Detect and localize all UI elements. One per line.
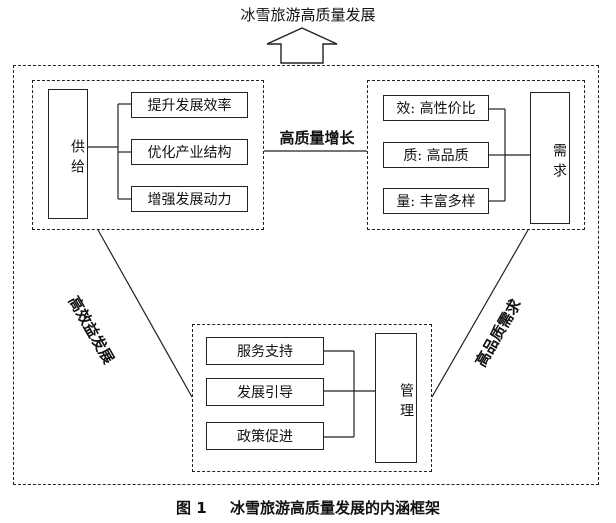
- supply-group: [32, 80, 264, 230]
- figure-number: 图 1: [176, 499, 207, 517]
- growth-label: 高质量增长: [279, 129, 355, 147]
- figure-caption-text: 冰雪旅游高质量发展的内涵框架: [229, 499, 440, 517]
- figure-caption: 图 1 冰雪旅游高质量发展的内涵框架: [0, 497, 616, 518]
- demand-item-efficiency: 效: 高性价比: [383, 95, 489, 121]
- supply-label: 供给: [48, 89, 88, 219]
- supply-item-efficiency: 提升发展效率: [131, 92, 248, 118]
- demand-group: [367, 80, 585, 230]
- management-item-guidance: 发展引导: [206, 378, 324, 406]
- supply-item-structure: 优化产业结构: [131, 139, 248, 165]
- management-item-policy: 政策促进: [206, 422, 324, 450]
- management-item-service: 服务支持: [206, 337, 324, 365]
- outer-frame: [13, 65, 599, 485]
- demand-item-quality: 质: 高品质: [383, 142, 489, 168]
- diagram-title: 冰雪旅游高质量发展: [240, 6, 376, 24]
- demand-item-quantity: 量: 丰富多样: [383, 188, 489, 214]
- demand-label: 需求: [530, 92, 570, 224]
- up-arrow-icon: [266, 27, 338, 64]
- supply-item-momentum: 增强发展动力: [131, 186, 248, 212]
- management-label: 管理: [375, 333, 417, 463]
- management-group: [192, 324, 432, 472]
